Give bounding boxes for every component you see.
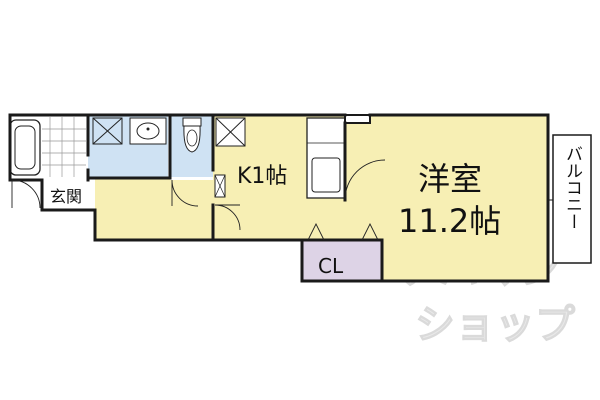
bathtub [9,119,41,176]
washing-machine-space [92,117,123,145]
kitchen-counter [306,117,346,199]
shoe-cabinet-cross [214,174,226,198]
door-swings [11,159,386,241]
western-room-label: 洋室 [418,160,482,198]
balcony-label: バルコニー [562,145,582,230]
wall-column [344,114,371,124]
room-fills [12,115,548,281]
refrigerator-space [215,117,246,147]
bathroom-tiles [42,117,86,177]
entrance-area [42,180,95,210]
western-room-size-label: 11.2帖 [398,202,501,240]
walls [8,113,550,283]
closet-area [302,240,382,281]
kitchen-label: K1帖 [237,164,287,189]
closet-label: CL [318,254,344,278]
entrance-label: 玄関 [50,187,82,206]
balcony: バルコニー [548,134,592,264]
watermark-line2: ショップ [415,302,575,348]
hallway-area [95,178,213,240]
washbasin [129,117,167,145]
toilet [182,117,202,153]
